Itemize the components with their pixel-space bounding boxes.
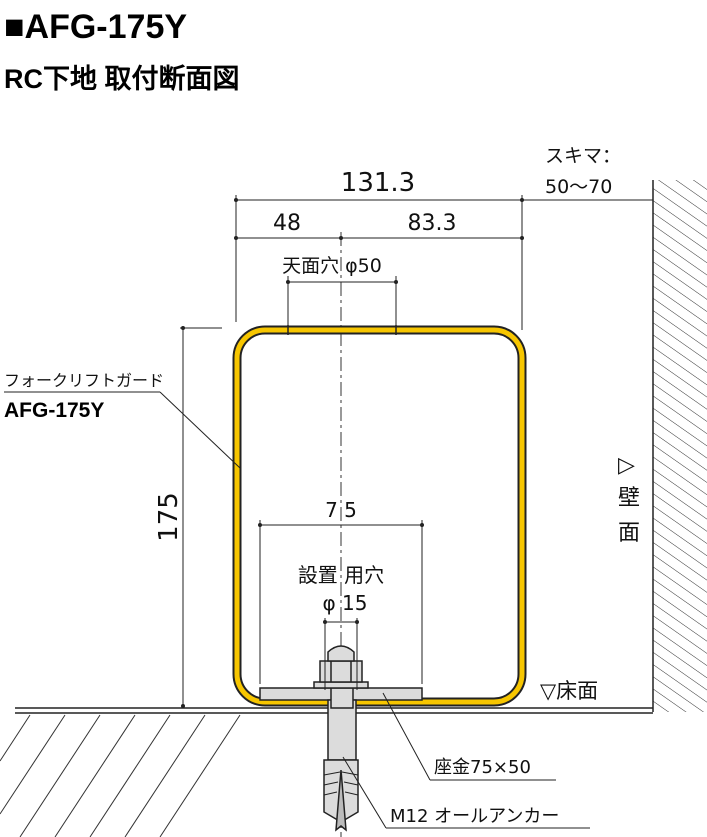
dim-overall-width: 131.3: [341, 168, 415, 198]
floor-label: ▽床面: [540, 679, 598, 703]
product-name-label: フォークリフトガード: [4, 371, 164, 390]
dim-top-hole: 天面穴 φ50: [282, 255, 382, 277]
anchor-label: M12 オールアンカー: [390, 806, 559, 827]
wall: [652, 180, 707, 712]
dimension-lines: [180, 195, 653, 706]
gap-label: スキマ：: [545, 145, 621, 167]
dim-hole-spacing: 7 5: [325, 498, 357, 522]
gap-value: 50〜70: [545, 176, 612, 198]
wall-mark: ▷: [618, 453, 635, 478]
wall-label-2: 面: [618, 521, 640, 546]
dim-right-width: 83.3: [408, 211, 457, 236]
install-hole-diameter: φ 15: [323, 591, 368, 615]
washer-label: 座金75×50: [434, 757, 531, 778]
drawing-subtitle: RC下地 取付断面図: [4, 64, 240, 94]
dim-left-width: 48: [273, 211, 301, 236]
drawing-title: ■AFG-175Y: [4, 8, 187, 46]
dim-height: 175: [154, 492, 184, 542]
install-hole-label: 設置 用穴: [298, 563, 384, 587]
dimension-dots: [181, 198, 524, 708]
leader-lines: [4, 391, 590, 829]
product-code-label: AFG-175Y: [4, 399, 104, 422]
wall-label-1: 壁: [618, 486, 640, 511]
forklift-guard: [232, 325, 527, 707]
anchor-bolt: [313, 645, 369, 832]
